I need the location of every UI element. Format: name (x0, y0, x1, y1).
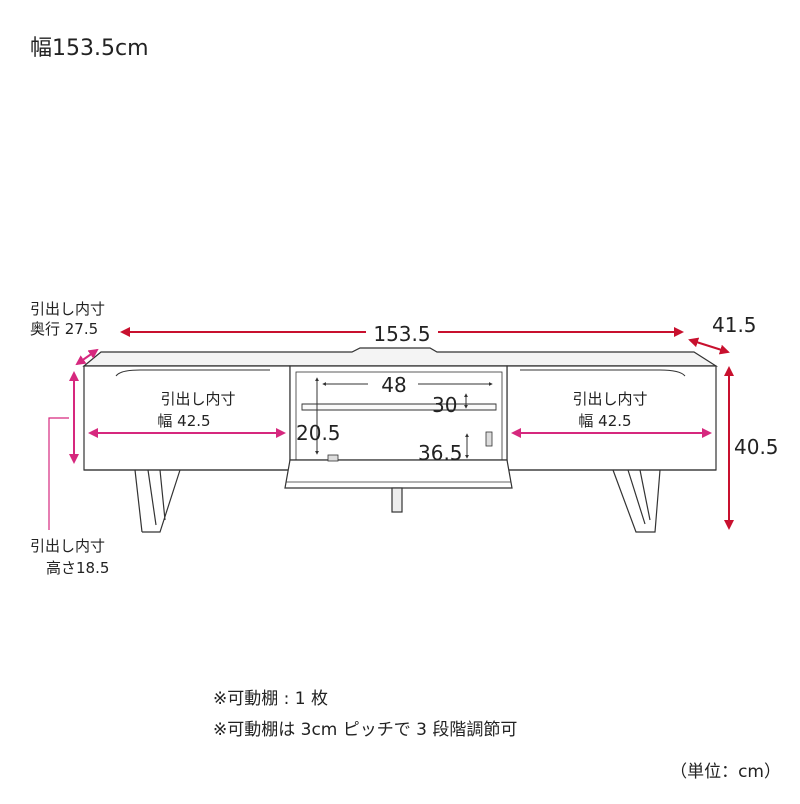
depth-value: 41.5 (712, 313, 757, 337)
width-value: 153.5 (373, 322, 430, 346)
left-legs (134, 469, 181, 533)
top-surface (82, 347, 719, 367)
tv-board-drawing (82, 347, 719, 533)
compartment-dimensions: 48 30 20.5 36.5 (296, 373, 493, 465)
right-drawer-label-2: 幅 42.5 (578, 412, 631, 430)
left-drawer-front (83, 365, 291, 471)
drawer-depth-label-2: 奥行 27.5 (30, 320, 98, 338)
drawer-height-leader (48, 417, 69, 530)
right-legs (612, 469, 661, 533)
center-leg (391, 487, 403, 513)
drawer-height-label-1: 引出し内寸 (30, 537, 105, 555)
hinge-right (485, 431, 493, 447)
opening-depth-value: 36.5 (418, 441, 463, 465)
movable-shelf (301, 403, 497, 411)
drawer-height-label-2: 高さ18.5 (46, 559, 109, 577)
left-drawer-label-1: 引出し内寸 (160, 390, 235, 408)
drawer-depth-label-1: 引出し内寸 (30, 300, 105, 318)
overall-dimensions: 153.5 41.5 40.5 (120, 313, 779, 530)
left-drawer-label-2: 幅 42.5 (157, 412, 210, 430)
flap-door-open (284, 459, 513, 489)
depth-arrow (688, 337, 730, 355)
right-drawer-label-1: 引出し内寸 (572, 390, 647, 408)
shelf-width-value: 48 (381, 373, 406, 397)
left-drawer-handle (115, 369, 270, 377)
drawer-depth-arrow (75, 348, 99, 366)
right-drawer-front (506, 365, 717, 471)
opening-height-value: 20.5 (296, 421, 341, 445)
page-title: 幅153.5cm (30, 36, 149, 61)
center-compartment (289, 365, 508, 461)
right-drawer-handle (520, 369, 686, 377)
hinge-left (327, 454, 339, 462)
height-value: 40.5 (734, 435, 779, 459)
note-line-2: ※可動棚は 3cm ピッチで 3 段階調節可 (213, 720, 517, 740)
shelf-pitch-value: 30 (432, 393, 457, 417)
drawer-dimensions: 引出し内寸 幅 42.5 引出し内寸 幅 42.5 引出し内寸 奥行 27.5 … (30, 300, 712, 577)
unit-label: （単位：cm） (670, 762, 781, 782)
note-line-1: ※可動棚 : 1 枚 (213, 689, 328, 709)
